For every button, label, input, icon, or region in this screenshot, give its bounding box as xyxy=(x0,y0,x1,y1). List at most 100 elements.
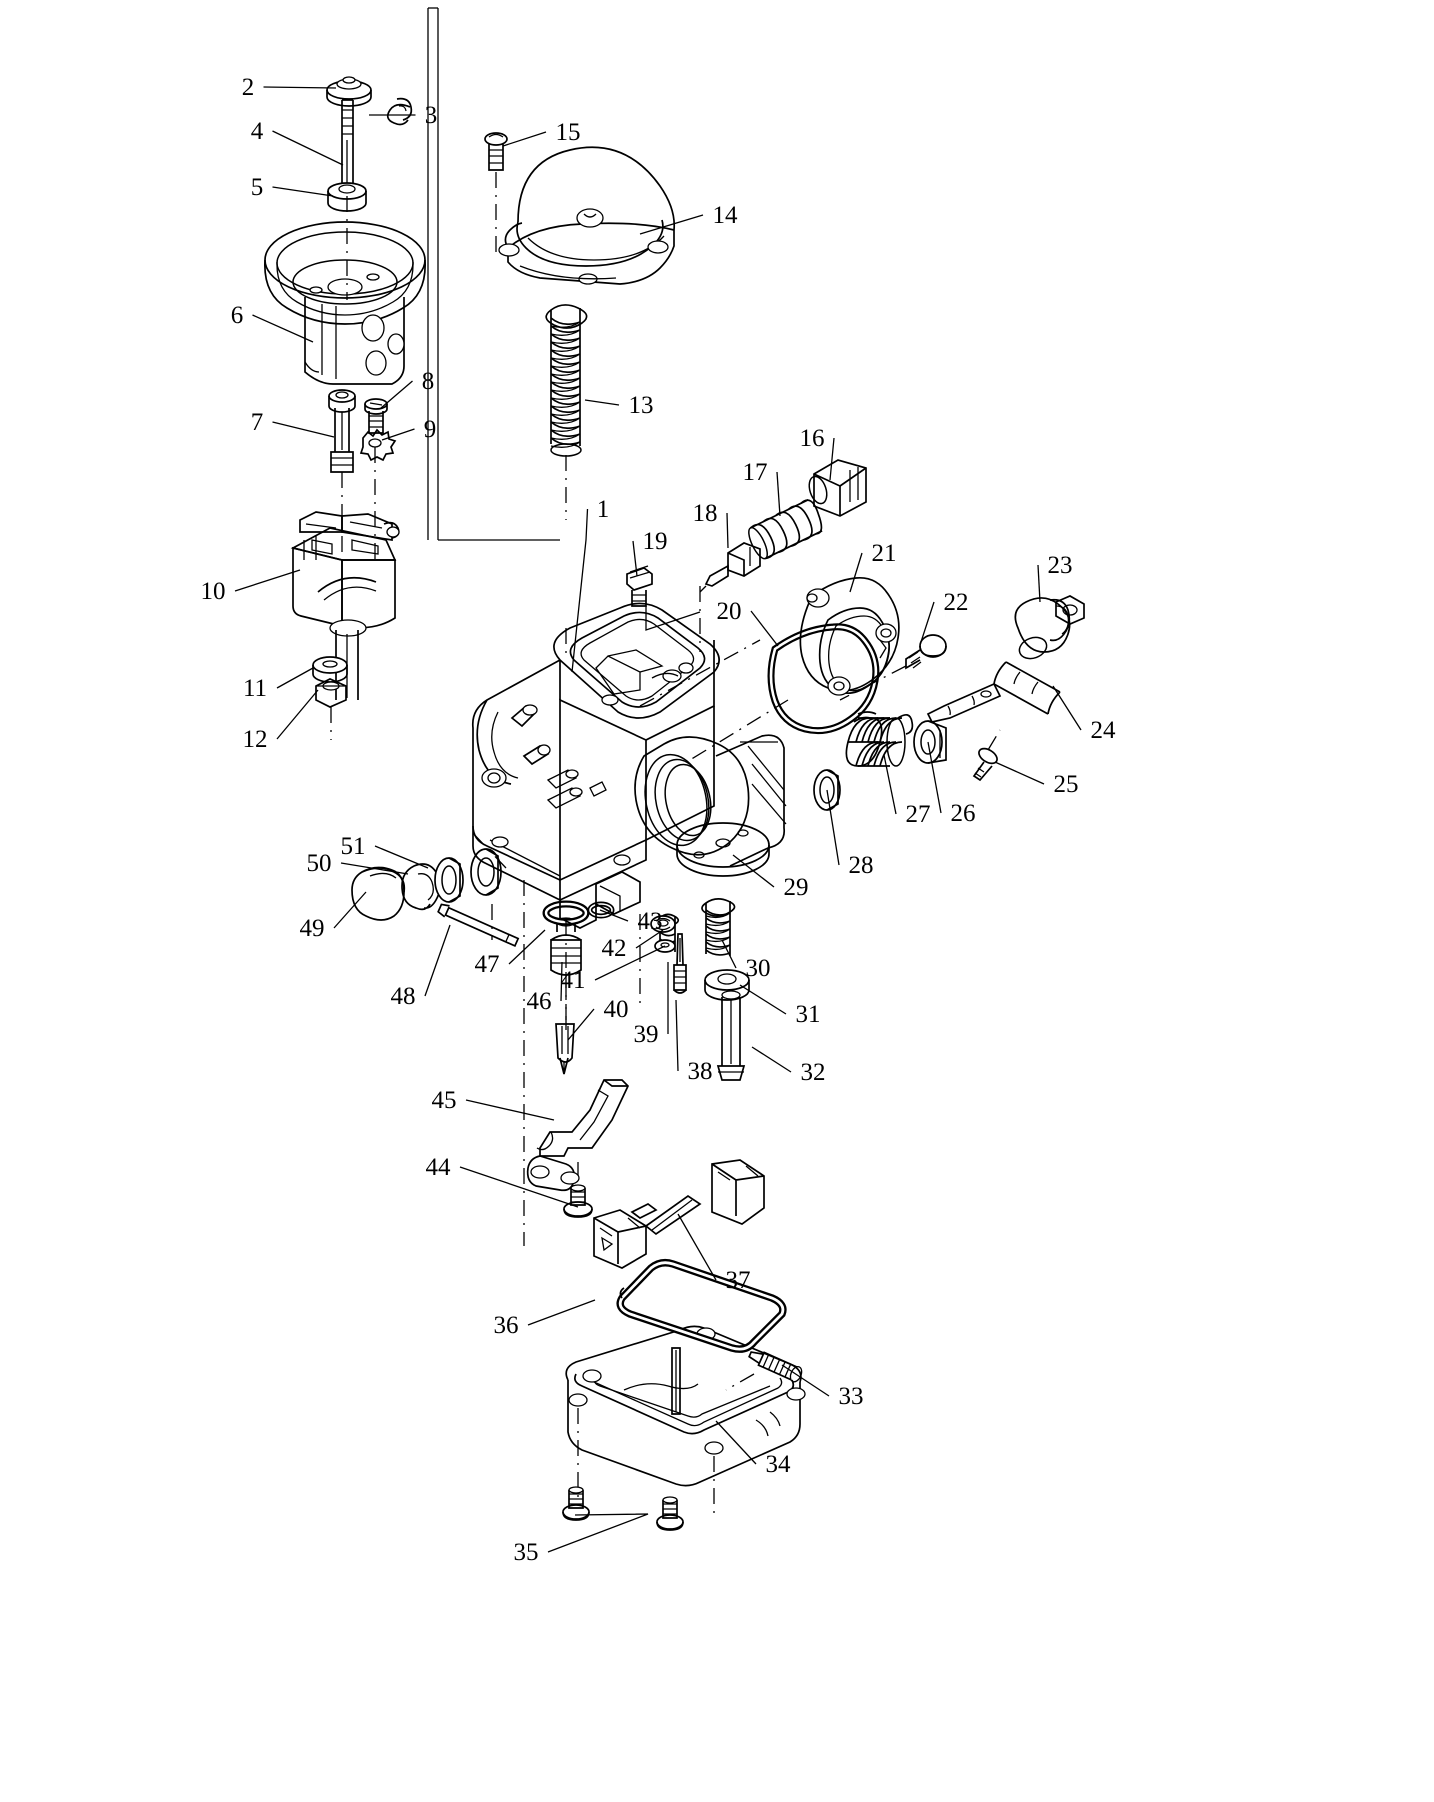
part-3-e-clip xyxy=(386,97,413,126)
part-37-float xyxy=(593,1159,765,1269)
leader-line-44 xyxy=(459,1166,579,1208)
part-10-throttle-slide xyxy=(290,511,400,700)
leader-line-1 xyxy=(571,508,589,673)
callout-number-6: 6 xyxy=(231,302,244,329)
part-42-plug xyxy=(650,915,676,933)
callout-number-35: 35 xyxy=(514,1539,539,1566)
callout-44: 44 xyxy=(426,1154,579,1208)
callout-number-22: 22 xyxy=(944,589,969,616)
callout-number-12: 12 xyxy=(243,726,268,753)
leader-line-36 xyxy=(527,1299,596,1326)
callout-number-15: 15 xyxy=(556,119,581,146)
callout-46: 46 xyxy=(527,961,563,1015)
callout-39: 39 xyxy=(634,962,669,1048)
callout-5: 5 xyxy=(251,174,334,201)
part-22-cover-screw xyxy=(839,634,947,701)
callout-number-4: 4 xyxy=(251,118,264,145)
callout-number-23: 23 xyxy=(1048,552,1073,579)
callout-3: 3 xyxy=(369,102,437,129)
callout-number-44: 44 xyxy=(426,1154,452,1181)
part-4-jet-needle xyxy=(341,99,354,190)
callout-number-37: 37 xyxy=(726,1267,751,1294)
callout-number-47: 47 xyxy=(475,951,500,978)
part-11-washer xyxy=(312,656,348,683)
callout-10: 10 xyxy=(201,569,301,605)
callout-11: 11 xyxy=(243,667,314,702)
callout-27: 27 xyxy=(883,754,931,828)
leader-line-24 xyxy=(1052,685,1082,731)
callout-number-45: 45 xyxy=(432,1087,457,1114)
callout-number-8: 8 xyxy=(422,368,435,395)
callout-40: 40 xyxy=(567,996,629,1041)
part-49-cap-plug xyxy=(351,866,406,921)
projection-bracket-lines xyxy=(427,7,560,541)
callout-number-28: 28 xyxy=(849,852,874,879)
callout-number-30: 30 xyxy=(746,955,771,982)
part-7-mounting-bolt xyxy=(328,389,356,560)
part-14-vacuum-chamber-cover xyxy=(498,146,676,285)
callout-number-41: 41 xyxy=(561,967,586,994)
leader-line-12 xyxy=(276,689,319,740)
callout-24: 24 xyxy=(1052,685,1117,744)
leader-line-35 xyxy=(547,1513,649,1553)
callout-12: 12 xyxy=(243,689,319,753)
callout-number-5: 5 xyxy=(251,174,264,201)
callout-22: 22 xyxy=(919,589,969,646)
leader-line-31 xyxy=(739,984,787,1015)
part-25-shaft-screw xyxy=(972,729,1001,782)
leader-line-15 xyxy=(502,131,547,147)
callout-34: 34 xyxy=(715,1420,791,1478)
callout-1: 1 xyxy=(571,496,609,673)
part-1-carburetor-body xyxy=(471,602,787,1030)
callout-number-7: 7 xyxy=(251,409,264,436)
callout-number-3: 3 xyxy=(425,102,438,129)
callout-number-36: 36 xyxy=(494,1312,519,1339)
leader-line-42 xyxy=(635,929,664,949)
callout-number-49: 49 xyxy=(300,915,325,942)
leader-line-18 xyxy=(726,512,729,549)
callout-number-51: 51 xyxy=(341,833,366,860)
callout-number-42: 42 xyxy=(602,935,627,962)
part-17-pilot-screw-spring xyxy=(748,499,823,560)
callout-51: 51 xyxy=(341,833,429,869)
leader-line-29 xyxy=(732,854,775,888)
part-30-spring xyxy=(701,898,736,956)
callout-20: 20 xyxy=(717,598,779,647)
callout-number-50: 50 xyxy=(307,850,332,877)
callout-25: 25 xyxy=(994,761,1079,798)
callout-number-24: 24 xyxy=(1091,717,1117,744)
part-29-vent-plate xyxy=(676,822,770,877)
leader-line-10 xyxy=(234,569,301,592)
callout-number-25: 25 xyxy=(1054,771,1079,798)
part-19-idle-speed-screw xyxy=(626,565,701,631)
callout-number-29: 29 xyxy=(784,874,809,901)
callout-4: 4 xyxy=(251,118,344,166)
part-26-spring-retainer xyxy=(913,720,947,764)
callout-number-32: 32 xyxy=(801,1059,826,1086)
leader-line-32 xyxy=(751,1046,792,1073)
callout-number-10: 10 xyxy=(201,578,226,605)
part-31-washer xyxy=(704,969,750,1001)
leader-line-47 xyxy=(508,929,546,965)
leader-line-34 xyxy=(715,1420,757,1465)
callout-45: 45 xyxy=(432,1087,555,1121)
leader-line-5 xyxy=(272,186,334,197)
construction-center-lines xyxy=(469,586,789,1246)
callout-number-21: 21 xyxy=(872,540,897,567)
callout-35: 35 xyxy=(514,1513,649,1566)
leader-line-43 xyxy=(599,909,629,922)
callout-23: 23 xyxy=(1037,552,1073,603)
leader-line-2 xyxy=(263,86,337,89)
part-43-o-ring xyxy=(587,901,615,919)
callout-number-48: 48 xyxy=(391,983,416,1010)
callout-8: 8 xyxy=(380,368,435,409)
callout-number-19: 19 xyxy=(643,528,668,555)
callout-number-11: 11 xyxy=(243,675,267,702)
callout-number-39: 39 xyxy=(634,1021,659,1048)
part-27-throttle-return-spring xyxy=(845,711,914,767)
callout-number-46: 46 xyxy=(527,988,552,1015)
part-35-bowl-screws xyxy=(562,1486,684,1531)
leader-line-6 xyxy=(252,314,314,343)
leader-line-23 xyxy=(1037,564,1041,603)
